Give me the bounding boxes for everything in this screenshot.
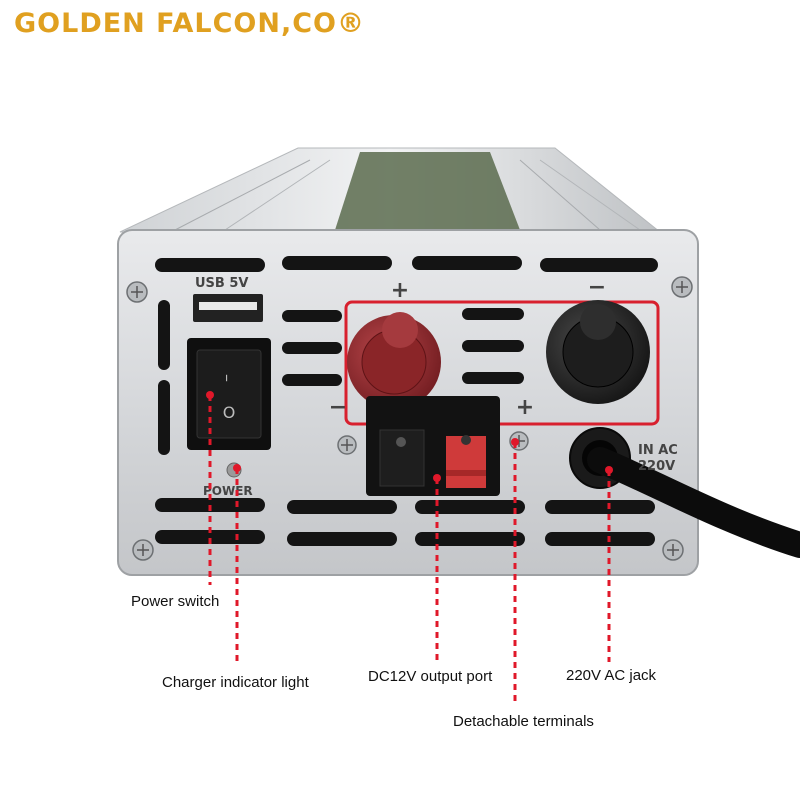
callout-dots <box>206 391 613 482</box>
power-label: POWER <box>203 484 253 498</box>
ac-voltage-label: 220V <box>638 459 675 474</box>
positive-terminal-knob <box>347 312 441 409</box>
callout-lines <box>208 395 611 705</box>
callout-dc-output: DC12V output port <box>368 668 493 685</box>
ac-in-label: IN AC <box>638 443 678 458</box>
negative-terminal-knob <box>546 300 650 404</box>
casing-top <box>119 147 662 233</box>
power-switch <box>187 338 271 450</box>
positive-sign-dc: + <box>516 395 534 420</box>
switch-on-mark: – <box>218 374 237 382</box>
positive-sign-top: + <box>391 278 409 303</box>
negative-sign-top: − <box>588 275 606 300</box>
ac-power-cable <box>587 447 800 558</box>
callout-ac-jack: 220V AC jack <box>566 667 657 684</box>
callout-detachable-terminals: Detachable terminals <box>453 713 594 730</box>
dc-output-port <box>366 396 500 496</box>
usb-label: USB 5V <box>195 276 248 291</box>
terminal-highlight-box <box>344 300 660 426</box>
vent-slots <box>155 256 658 546</box>
brand-logo-text: GOLDEN FALCON,CO® <box>14 8 366 39</box>
callout-power-switch: Power switch <box>131 593 220 610</box>
negative-sign-dc: − <box>329 395 347 420</box>
callout-charger-light: Charger indicator light <box>162 674 309 691</box>
usb-port <box>193 294 263 322</box>
switch-off-mark: O <box>223 403 236 422</box>
